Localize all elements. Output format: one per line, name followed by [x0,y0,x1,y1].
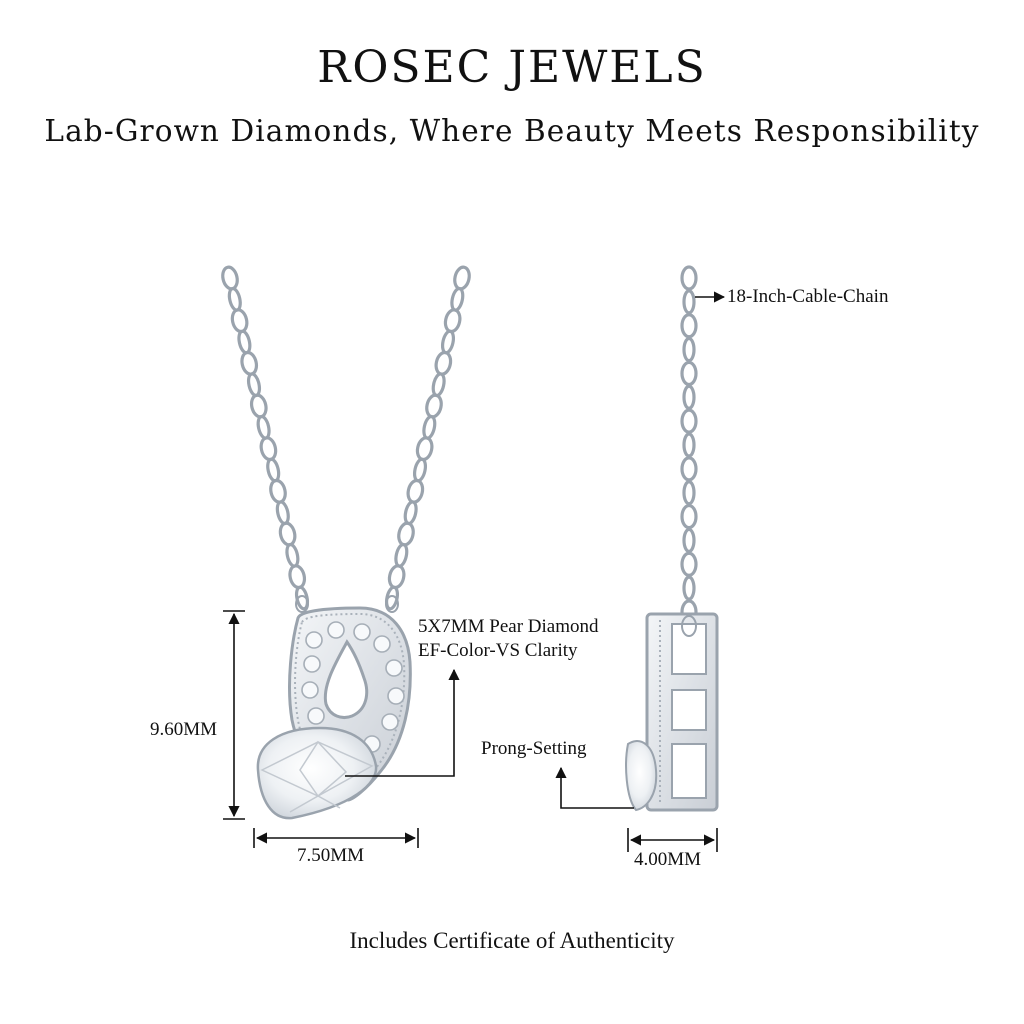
chain-link [237,329,252,355]
width-dimension [253,828,419,848]
chain-link [425,393,443,419]
certificate-note: Includes Certificate of Authenticity [349,928,675,953]
chain-link [278,521,297,547]
chain-link [680,408,698,434]
accent-diamond [305,631,323,649]
accent-diamond [387,687,405,705]
accent-diamond [353,623,371,641]
chain-link [249,393,268,419]
setting-label: Prong-Setting [481,738,587,759]
chain-link [240,350,259,376]
height-dimension [223,610,245,820]
chain-link [397,521,415,547]
chain-link [269,478,287,504]
chain-link [680,313,698,339]
chain-link [682,336,696,363]
chain-link [394,542,409,568]
chain-link [434,350,453,376]
side-pendant [625,612,719,812]
chain-link [285,542,300,568]
side-cable-chain [680,265,698,625]
chain-link [227,286,242,312]
chain-link [682,575,696,601]
chain-link [288,564,307,590]
chain-link [453,265,471,291]
chain-link [682,289,696,315]
accent-diamond [327,621,345,639]
brand-title: ROSEC JEWELS [317,42,707,93]
chain-link [422,414,437,440]
brand-tagline: Lab-Grown Diamonds, Where Beauty Meets R… [44,114,980,148]
chain-link [259,436,278,462]
chain-link [256,414,271,440]
accent-diamond [385,659,403,677]
chain-link [266,457,281,483]
chain-link [450,286,465,312]
chain-link [415,436,434,462]
chain-link [680,456,698,482]
setting-leader [555,766,634,809]
chain-link [680,503,698,530]
chain-link [406,478,425,504]
chain-link [680,265,698,291]
depth-label: 4.00MM [634,849,702,870]
chain-link [682,480,696,506]
stone-grade-label: EF-Color-VS Clarity [418,640,578,661]
chain-label: 18-Inch-Cable-Chain [727,286,889,307]
width-label: 7.50MM [297,845,365,866]
accent-diamond [303,655,321,673]
accent-diamond [381,713,399,731]
chain-link [682,384,696,410]
accent-diamond [301,681,319,699]
front-cable-chain [221,265,471,611]
chain-link [246,372,262,398]
chain-link [682,527,696,554]
accent-diamond [307,707,325,725]
chain-link [682,432,696,458]
chain-link [443,308,462,334]
chain-link [412,457,428,483]
chain-link [440,329,456,355]
chain-link [680,551,698,577]
height-label: 9.60MM [150,719,218,740]
chain-link [230,308,249,334]
chain-link [431,372,446,398]
depth-dimension [627,828,718,852]
chain-link [680,360,698,387]
chain-link [275,500,290,526]
chain-link [221,265,239,291]
front-pendant [256,595,412,820]
stone-leader [345,668,460,777]
chain-link [403,500,418,526]
accent-diamond [373,635,391,653]
chain-link [387,564,406,590]
stone-size-label: 5X7MM Pear Diamond [418,616,599,637]
